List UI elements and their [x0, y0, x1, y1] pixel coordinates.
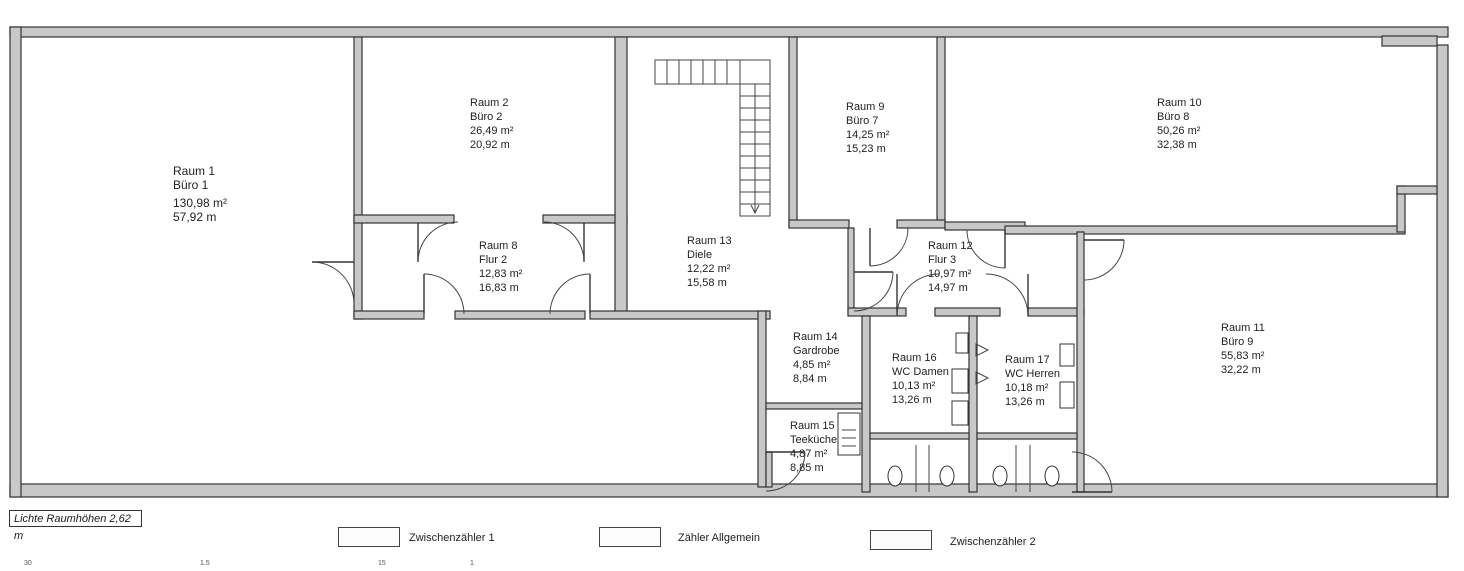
room-area: 4,85 m² [793, 359, 831, 371]
room-label-raum9: Raum 9 Büro 7 14,25 m² 15,23 m [846, 100, 889, 156]
room-use: Flur 2 [479, 254, 508, 266]
room-perimeter: 13,26 m [1005, 396, 1045, 408]
room-label-raum12: Raum 12 Flur 3 10,97 m² 14,97 m [928, 239, 973, 295]
room-label-raum10: Raum 10 Büro 8 50,26 m² 32,38 m [1157, 96, 1202, 152]
room-name: Raum 1 [173, 164, 216, 178]
room-name: Raum 14 [793, 331, 838, 343]
room-name: Raum 15 [790, 420, 835, 432]
room-name: Raum 12 [928, 240, 973, 252]
room-area: 10,13 m² [892, 380, 936, 392]
legend-label-zwischenzaehler-2: Zwischenzähler 2 [950, 536, 1036, 548]
kitchenette [837, 412, 861, 456]
room-name: Raum 13 [687, 235, 732, 247]
bottom-mark: 1.5 [200, 560, 210, 567]
outer-walls [9, 26, 1449, 498]
room-name: Raum 9 [846, 101, 885, 113]
room-use: WC Damen [892, 366, 949, 378]
room-label-raum13: Raum 13 Diele 12,22 m² 15,58 m [687, 234, 732, 290]
room-perimeter: 15,23 m [846, 143, 886, 155]
room-area: 12,22 m² [687, 263, 731, 275]
legend-swatch-zaehler-allgemein [599, 527, 661, 547]
room-label-raum14: Raum 14 Gardrobe 4,85 m² 8,84 m [793, 330, 839, 386]
staircase [654, 59, 771, 217]
room-name: Raum 8 [479, 240, 518, 252]
room-area: 10,18 m² [1005, 382, 1049, 394]
room-perimeter: 8,84 m [793, 373, 827, 385]
room-label-raum17: Raum 17 WC Herren 10,18 m² 13,26 m [1005, 353, 1060, 409]
legend-label-zwischenzaehler-1: Zwischenzähler 1 [409, 532, 495, 544]
room-use: Büro 7 [846, 115, 879, 127]
room-perimeter: 8,85 m [790, 462, 824, 474]
room-label-raum16: Raum 16 WC Damen 10,13 m² 13,26 m [892, 351, 949, 407]
room-perimeter: 14,97 m [928, 282, 968, 294]
legend-swatch-zwischenzaehler-2 [870, 530, 932, 550]
room-label-raum1: Raum 1 Büro 1 130,98 m² 57,92 m [173, 164, 227, 224]
room-area: 10,97 m² [928, 268, 972, 280]
room-perimeter: 32,38 m [1157, 139, 1197, 151]
legend-swatch-zwischenzaehler-1 [338, 527, 400, 547]
door-swings [311, 221, 1125, 493]
room-name: Raum 16 [892, 352, 937, 364]
room-name: Raum 2 [470, 97, 509, 109]
sanitary-fixtures [887, 332, 1075, 492]
room-label-raum15: Raum 15 Teeküche 4,87 m² 8,85 m [790, 419, 837, 475]
room-perimeter: 32,22 m [1221, 364, 1261, 376]
room-name: Raum 10 [1157, 97, 1202, 109]
room-use: Büro 1 [173, 178, 209, 192]
bottom-mark: 1 [470, 560, 474, 567]
room-use: Büro 2 [470, 111, 503, 123]
room-use: WC Herren [1005, 368, 1061, 380]
room-label-raum11: Raum 11 Büro 9 55,83 m² 32,22 m [1221, 321, 1265, 377]
room-use: Gardrobe [793, 345, 840, 357]
room-area: 4,87 m² [790, 448, 828, 460]
room-area: 130,98 m² [173, 196, 228, 210]
room-area: 14,25 m² [846, 129, 890, 141]
room-area: 12,83 m² [479, 268, 523, 280]
room-area: 26,49 m² [470, 125, 514, 137]
room-use: Büro 8 [1157, 111, 1190, 123]
room-use: Diele [687, 249, 713, 261]
room-use: Teeküche [790, 434, 838, 446]
room-perimeter: 57,92 m [173, 210, 217, 224]
legend-label-zaehler-allgemein: Zähler Allgemein [678, 532, 760, 544]
room-area: 55,83 m² [1221, 350, 1265, 362]
room-use: Büro 9 [1221, 336, 1254, 348]
room-perimeter: 15,58 m [687, 277, 727, 289]
room-label-raum2: Raum 2 Büro 2 26,49 m² 20,92 m [470, 96, 513, 152]
bottom-mark: 30 [24, 560, 32, 567]
ceiling-height-note: Lichte Raumhöhen 2,62 m [9, 510, 142, 542]
room-use: Flur 3 [928, 254, 957, 266]
room-perimeter: 20,92 m [470, 139, 510, 151]
bottom-mark: 15 [378, 560, 386, 567]
room-area: 50,26 m² [1157, 125, 1201, 137]
room-perimeter: 13,26 m [892, 394, 932, 406]
room-label-raum8: Raum 8 Flur 2 12,83 m² 16,83 m [479, 239, 522, 295]
room-perimeter: 16,83 m [479, 282, 519, 294]
interior-walls [353, 36, 1438, 493]
room-name: Raum 11 [1221, 322, 1265, 334]
room-name: Raum 17 [1005, 354, 1050, 366]
